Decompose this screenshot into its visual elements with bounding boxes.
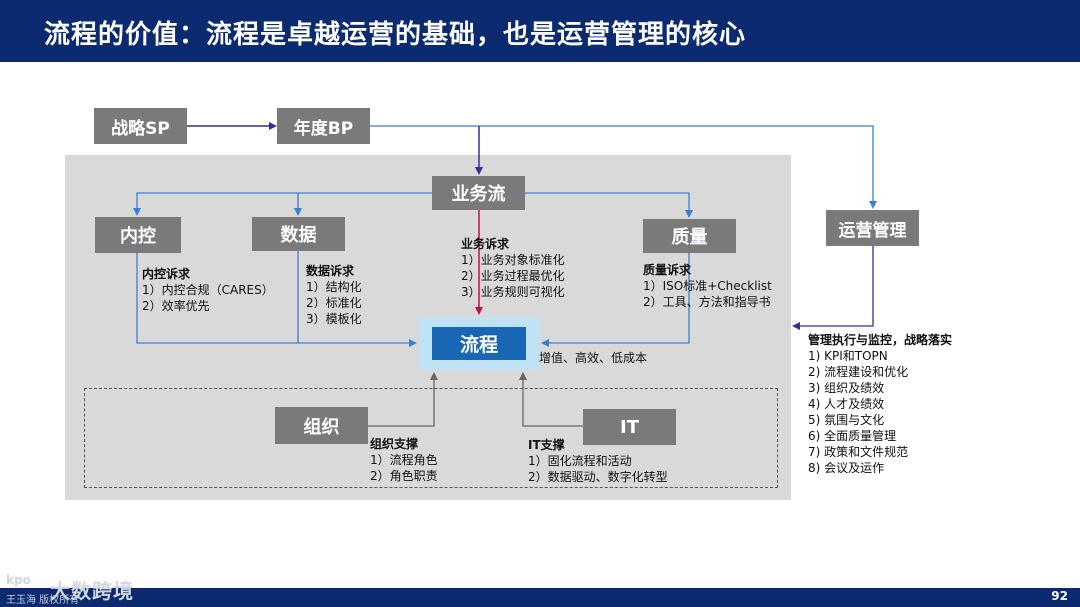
operations-note: 管理执行与监控，战略落实 1) KPI和TOPN 2) 流程建设和优化 3) 组… bbox=[808, 332, 952, 476]
note-item: 1）结构化 bbox=[306, 280, 362, 294]
note-item: 7) 政策和文件规范 bbox=[808, 445, 909, 459]
note-item: 3）模板化 bbox=[306, 312, 362, 326]
note-item: 1）固化流程和活动 bbox=[528, 454, 632, 468]
note-item: 8) 会议及运作 bbox=[808, 461, 885, 475]
note-item: 1）业务对象标准化 bbox=[461, 253, 565, 267]
note-item: 1）流程角色 bbox=[370, 453, 438, 467]
slide-title: 流程的价值：流程是卓越运营的基础，也是运营管理的核心 bbox=[44, 20, 747, 50]
quality-box: 质量 bbox=[643, 219, 736, 253]
note-heading: 管理执行与监控，战略落实 bbox=[808, 333, 953, 347]
ops-to-exec-line bbox=[792, 246, 874, 330]
note-item: 2）标准化 bbox=[306, 296, 362, 310]
note-item: 2）数据驱动、数字化转型 bbox=[528, 470, 668, 484]
note-heading: 数据诉求 bbox=[306, 264, 355, 278]
internal-control-box: 内控 bbox=[95, 217, 181, 253]
data-box: 数据 bbox=[252, 217, 345, 251]
business-note: 业务诉求 1）业务对象标准化 2）业务过程最优化 3）业务规则可视化 bbox=[461, 236, 565, 300]
data-note: 数据诉求 1）结构化 2）标准化 3）模板化 bbox=[306, 263, 362, 327]
quality-note: 质量诉求 1）ISO标准+Checklist 2）工具、方法和指导书 bbox=[643, 262, 772, 310]
note-item: 1）ISO标准+Checklist bbox=[643, 279, 772, 293]
watermark-subtitle: 王玉海 版权所有 bbox=[6, 595, 80, 606]
note-heading: 内控诉求 bbox=[142, 267, 191, 281]
note-item: 6) 全面质量管理 bbox=[808, 429, 897, 443]
organization-note: 组织支撑 1）流程角色 2）角色职责 bbox=[370, 436, 438, 484]
watermark-name: 大数跨境 bbox=[50, 579, 134, 603]
operations-management-box: 运营管理 bbox=[826, 210, 919, 246]
title-bar: 流程的价值：流程是卓越运营的基础，也是运营管理的核心 bbox=[0, 0, 1080, 62]
page-number: 92 bbox=[1051, 589, 1068, 603]
note-heading: 质量诉求 bbox=[643, 263, 692, 277]
note-item: 2）效率优先 bbox=[142, 299, 210, 313]
annual-bp-box: 年度BP bbox=[277, 108, 370, 144]
note-item: 4) 人才及绩效 bbox=[808, 397, 885, 411]
it-box: IT bbox=[583, 409, 676, 445]
process-box: 流程 bbox=[432, 327, 526, 360]
note-item: 2）工具、方法和指导书 bbox=[643, 295, 771, 309]
note-item: 2）业务过程最优化 bbox=[461, 269, 565, 283]
note-item: 1）内控合规（CARES） bbox=[142, 283, 274, 297]
note-item: 2）角色职责 bbox=[370, 469, 438, 483]
note-heading: 组织支撑 bbox=[370, 437, 419, 451]
note-heading: 业务诉求 bbox=[461, 237, 510, 251]
it-note: IT支撑 1）固化流程和活动 2）数据驱动、数字化转型 bbox=[528, 437, 668, 485]
strategy-sp-box: 战略SP bbox=[94, 108, 187, 144]
note-item: 2) 流程建设和优化 bbox=[808, 365, 909, 379]
watermark-logo: kpo bbox=[6, 573, 31, 587]
note-item: 3) 组织及绩效 bbox=[808, 381, 885, 395]
organization-box: 组织 bbox=[275, 407, 368, 444]
note-item: 1) KPI和TOPN bbox=[808, 349, 888, 363]
note-item: 3）业务规则可视化 bbox=[461, 285, 565, 299]
business-flow-box: 业务流 bbox=[432, 176, 525, 210]
note-heading: IT支撑 bbox=[528, 438, 565, 452]
note-item: 5) 氛围与文化 bbox=[808, 413, 885, 427]
process-value-note: 增值、高效、低成本 bbox=[539, 351, 648, 365]
footer-bar bbox=[0, 588, 1080, 607]
internal-control-note: 内控诉求 1）内控合规（CARES） 2）效率优先 bbox=[142, 266, 274, 314]
